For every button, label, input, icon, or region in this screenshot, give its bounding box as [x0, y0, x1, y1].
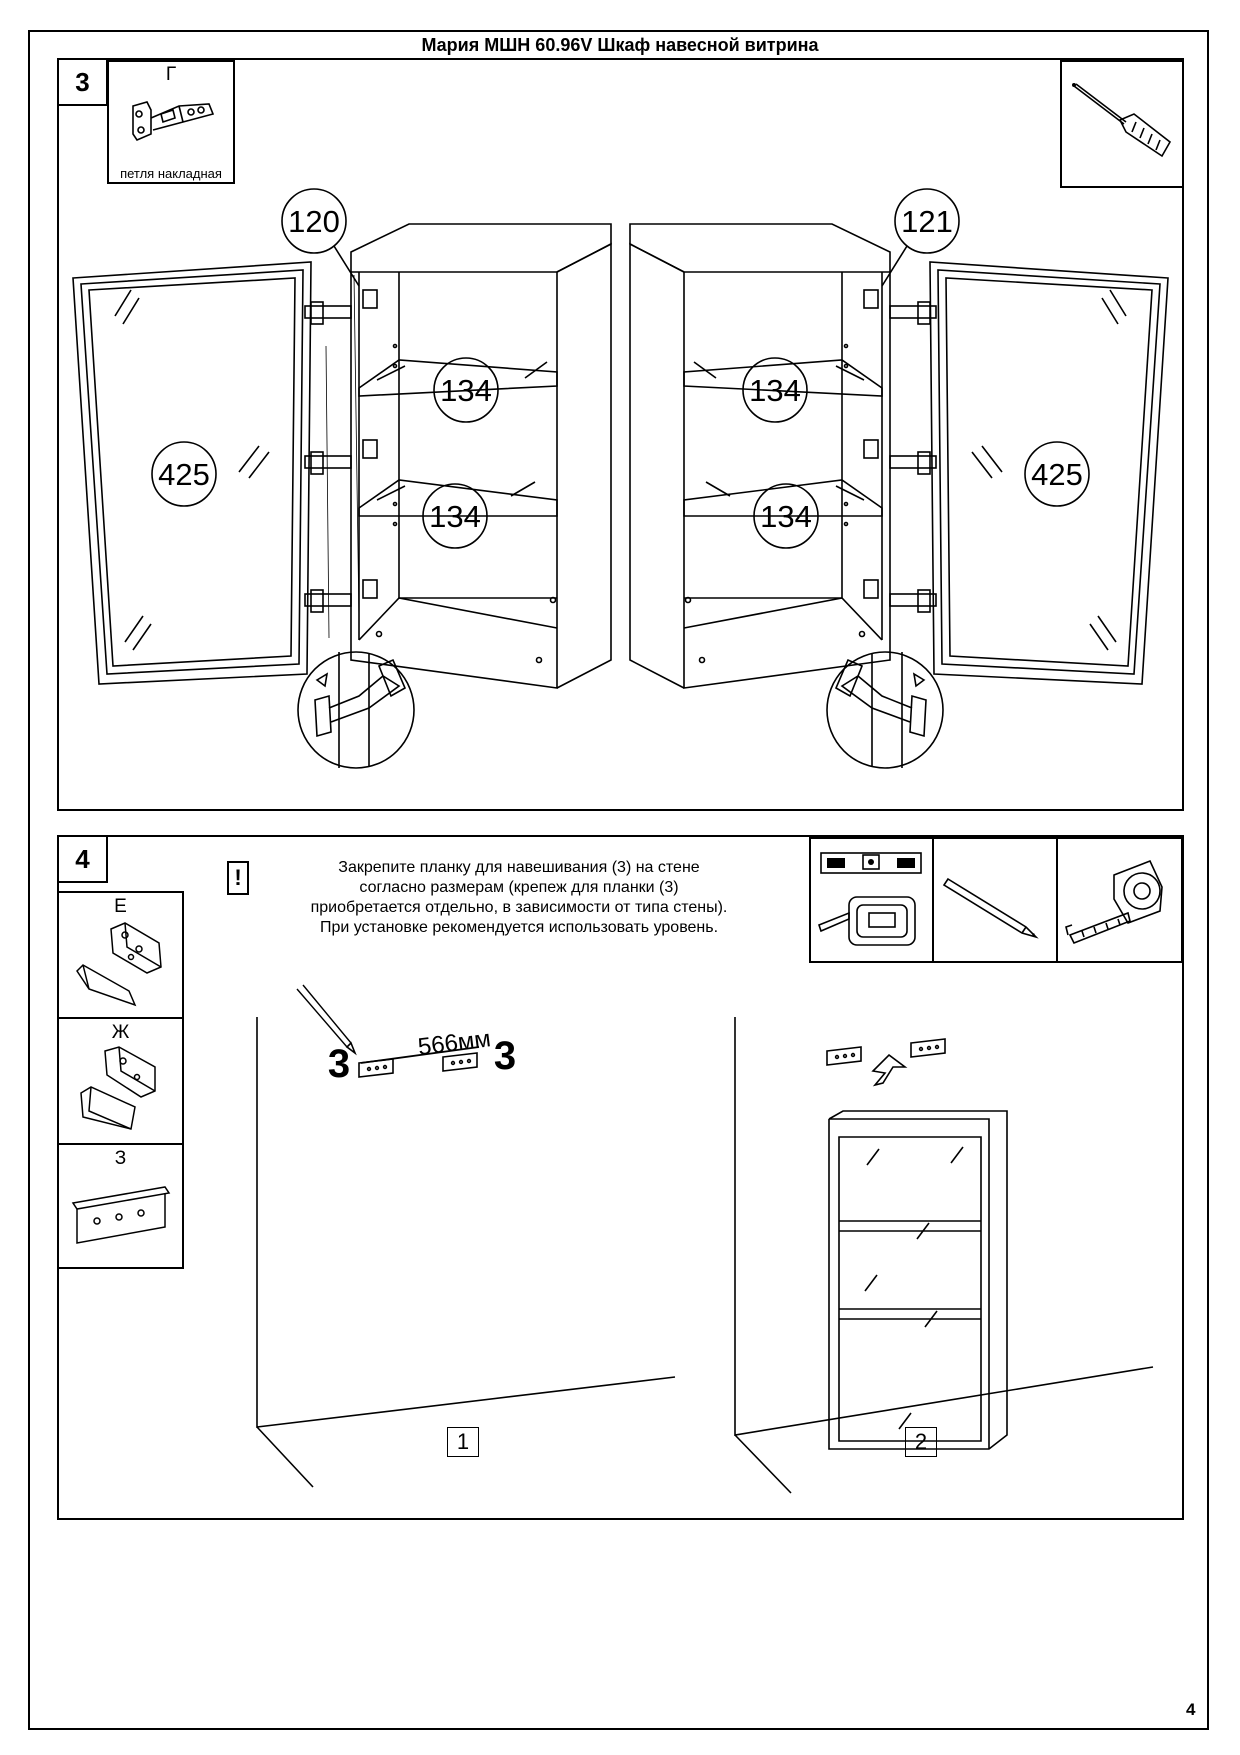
hanger-cover-icon	[80, 1046, 156, 1130]
sub-step-2: 2	[905, 1427, 937, 1457]
dimension-label: 566мм	[416, 1025, 492, 1061]
wall-scene-1	[256, 1017, 676, 1428]
part-letter: Ж	[111, 1022, 130, 1043]
page-number: 4	[1186, 1700, 1196, 1719]
page-frame	[28, 30, 1209, 1730]
pencil-icon	[942, 877, 1039, 939]
up-arrow	[871, 1053, 908, 1087]
wall-hanger-icon	[76, 922, 162, 1007]
callout-shelf-lower-left: 134	[429, 499, 481, 534]
left-door	[72, 261, 312, 685]
part-letter: З	[114, 1148, 127, 1169]
hinge-icon	[132, 101, 215, 141]
sub-step-1: 1	[447, 1427, 479, 1457]
part-z-box: З	[57, 1143, 184, 1269]
tool-tape-box	[1056, 837, 1183, 963]
page-title: Мария МШН 60.96V Шкаф навесной витрина	[421, 35, 819, 55]
callout-shelf-upper-right: 134	[749, 373, 801, 408]
mounting-rail-icon	[71, 1186, 171, 1244]
callout-door-left: 425	[158, 457, 210, 492]
callout-121: 121	[901, 204, 953, 239]
step-4-illustration: 566мм 3 3	[256, 984, 1154, 1494]
rail-label-left: 3	[328, 1042, 350, 1086]
spirit-level-icon	[818, 852, 922, 946]
step-3-illustration: 120 121 134 134 134 134 425 425	[72, 188, 1169, 769]
step-number: 4	[59, 837, 108, 883]
right-door-hinges	[889, 301, 937, 613]
tape-measure-icon	[1065, 859, 1163, 945]
callout-120: 120	[288, 204, 340, 239]
part-zh-box: Ж	[57, 1017, 184, 1145]
warning-mark: !	[227, 861, 249, 895]
callout-shelf-lower-right: 134	[760, 499, 812, 534]
note-line: согласно размерам (крепеж для планки (3)	[359, 879, 679, 896]
tool-pencil-box	[932, 837, 1058, 963]
part-e-box: Е	[57, 891, 184, 1019]
step-3-panel: 3 Г петля накладная	[57, 58, 1184, 811]
note-line: При установке рекомендуется использовать…	[319, 919, 719, 936]
note-line: приобретается отдельно, в зависимости от…	[310, 899, 728, 916]
callout-shelf-upper-left: 134	[440, 373, 492, 408]
part-letter: Е	[114, 896, 127, 917]
note-line: Закрепите планку для навешивания (3) на …	[338, 859, 700, 876]
instruction-note: Закрепите планку для навешивания (3) на …	[259, 858, 779, 938]
wall-scene-2	[734, 1017, 1154, 1436]
part-letter: Г	[165, 64, 177, 85]
tool-screwdriver-box	[1060, 60, 1184, 188]
part-g-box: Г петля накладная	[107, 60, 235, 184]
rail-label-right: 3	[494, 1034, 516, 1078]
step-4-panel: 4 Е Ж З	[57, 835, 1184, 1520]
right-door	[929, 261, 1169, 685]
callout-door-right: 425	[1031, 457, 1083, 492]
right-detail-circle	[826, 651, 944, 769]
part-caption: петля накладная	[120, 166, 222, 181]
left-detail-circle	[297, 651, 415, 769]
screwdriver-icon	[1072, 83, 1172, 158]
